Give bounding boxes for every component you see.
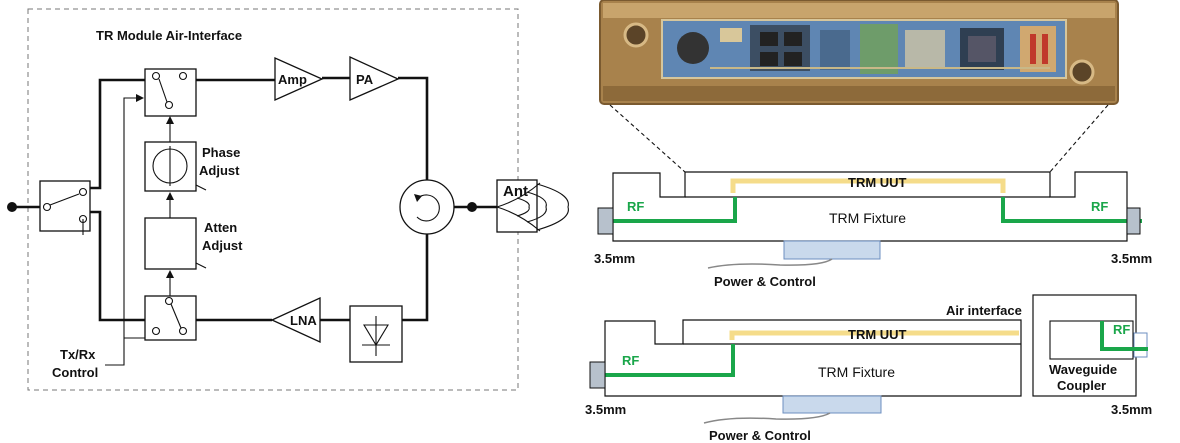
bottom-conn-left-label: 3.5mm <box>585 402 626 417</box>
input-node <box>7 202 17 212</box>
connector-3-5mm-right <box>1134 333 1147 357</box>
attenuator-icon <box>145 218 196 269</box>
zoom-line-left <box>610 105 685 172</box>
power-control-block <box>784 241 880 259</box>
atten-label-2: Adjust <box>202 238 243 253</box>
connector-3-5mm-left <box>598 208 613 234</box>
pa-circ-wire <box>398 78 427 180</box>
bottom-fixture: TRM UUT TRM Fixture RF Air interface 3.5… <box>585 295 1152 443</box>
txrx-control-lines <box>83 94 145 365</box>
switch-icon <box>145 296 196 340</box>
ant-node <box>467 202 477 212</box>
top-rf-right-label: RF <box>1091 199 1108 214</box>
phase-shifter-icon <box>145 142 196 191</box>
rx-wire <box>90 212 145 320</box>
atten-label-1: Atten <box>204 220 237 235</box>
top-power-label: Power & Control <box>714 274 816 289</box>
top-fixture-label: TRM Fixture <box>829 210 906 226</box>
coupler-label-2: Coupler <box>1057 378 1106 393</box>
txrx-label-1: Tx/Rx <box>60 347 96 362</box>
power-cable <box>708 259 832 268</box>
switch-icon <box>145 69 196 116</box>
mounting-hole <box>1071 61 1093 83</box>
bottom-fixture-label: TRM Fixture <box>818 364 895 380</box>
top-rf-left-label: RF <box>627 199 644 214</box>
bottom-conn-right-label: 3.5mm <box>1111 402 1152 417</box>
connector-3-5mm-left <box>590 362 605 388</box>
trm-photo <box>600 0 1118 104</box>
circulator-icon <box>400 180 454 234</box>
bottom-power-label: Power & Control <box>709 428 811 443</box>
module-title: TR Module Air-Interface <box>96 28 242 43</box>
txrx-label-2: Control <box>52 365 98 380</box>
top-fixture: TRM UUT TRM Fixture RF RF 3.5mm 3.5mm Po… <box>594 172 1152 289</box>
phase-label-2: Adjust <box>199 163 240 178</box>
air-interface-label: Air interface <box>946 303 1022 318</box>
pa-label: PA <box>356 72 374 87</box>
bottom-uut-label: TRM UUT <box>848 327 907 342</box>
ant-label: Ant <box>503 183 528 200</box>
power-cable <box>704 413 830 423</box>
coupler-label-1: Waveguide <box>1049 362 1117 377</box>
top-conn-left-label: 3.5mm <box>594 251 635 266</box>
top-conn-right-label: 3.5mm <box>1111 251 1152 266</box>
top-uut-label: TRM UUT <box>848 175 907 190</box>
limiter-diode-icon <box>350 306 402 362</box>
power-control-block <box>783 396 881 413</box>
bottom-rf-left-label: RF <box>622 353 639 368</box>
coupler-rf-label: RF <box>1113 322 1130 337</box>
amp-label: Amp <box>278 72 307 87</box>
zoom-line-right <box>1050 105 1108 172</box>
mounting-hole <box>625 24 647 46</box>
lna-label: LNA <box>290 313 317 328</box>
connector-3-5mm-right <box>1127 208 1140 234</box>
tr-module-diagram: TR Module Air-Interface <box>7 9 568 390</box>
circ-limiter-wire <box>402 234 427 320</box>
phase-control-tick <box>196 185 206 190</box>
atten-control-tick <box>196 263 206 268</box>
phase-label-1: Phase <box>202 145 240 160</box>
